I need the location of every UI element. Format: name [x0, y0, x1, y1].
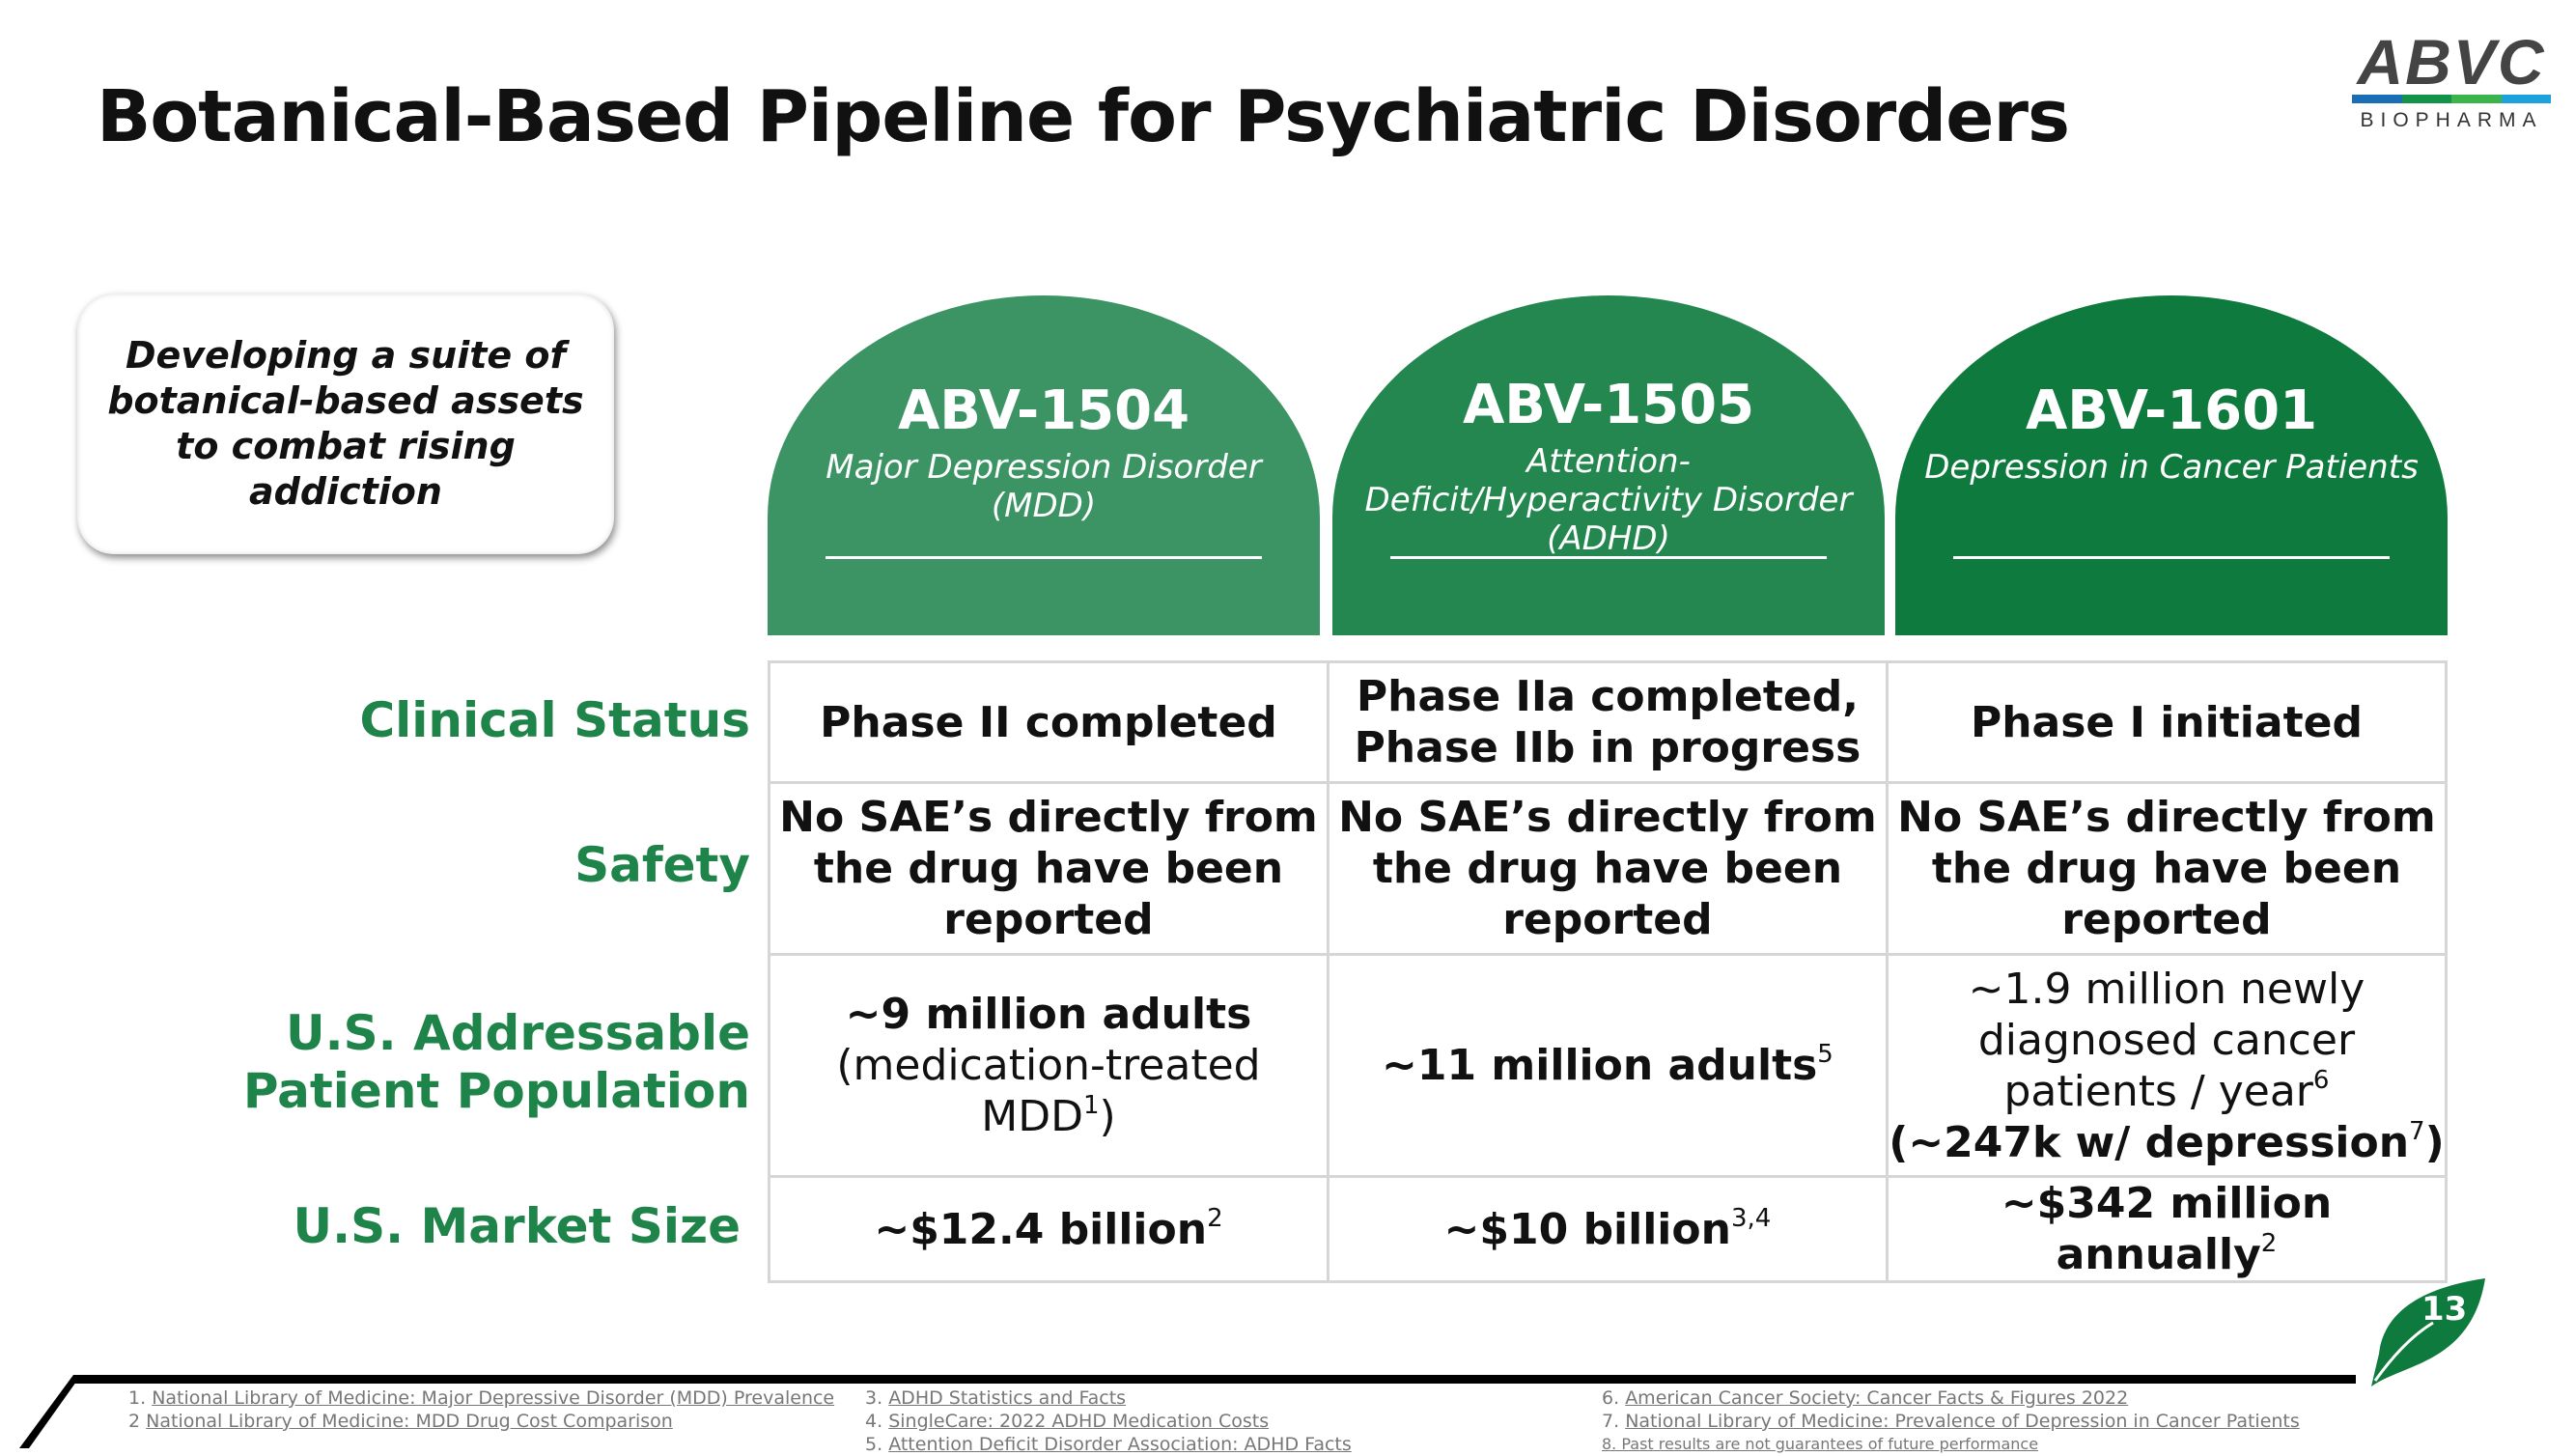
footer-divider	[19, 1375, 2356, 1448]
footnote-ref: 2	[1207, 1203, 1223, 1233]
table-cell: ~9 million adults(medication-treated MDD…	[768, 953, 1329, 1178]
product-code: ABV-1504	[897, 379, 1190, 442]
table-cell: Phase IIa completed, Phase IIb in progre…	[1326, 660, 1889, 784]
divider	[1953, 556, 2390, 559]
footnote-number: 1.	[128, 1387, 147, 1409]
footnote-ref: 2	[2260, 1229, 2278, 1258]
cell-text: ~$12.4 billion	[874, 1204, 1208, 1254]
footnotes-col-1: 1. National Library of Medicine: Major D…	[128, 1386, 834, 1433]
table-row-market-size: ~$12.4 billion2 ~$10 billion3,4 ~$342 mi…	[768, 1175, 2449, 1283]
table-row-safety: No SAE’s directly from the drug have bee…	[768, 781, 2449, 956]
leaf-icon	[2371, 1278, 2485, 1386]
divider	[1390, 556, 1827, 559]
product-header-abv-1504: ABV-1504 Major Depression Disorder (MDD)	[768, 295, 1320, 635]
page-title: Botanical-Based Pipeline for Psychiatric…	[97, 75, 2070, 158]
table-cell: ~1.9 million newly diagnosed cancer pati…	[1885, 953, 2449, 1178]
table-cell: No SAE’s directly from the drug have bee…	[1326, 781, 1889, 956]
footnote-number: 7.	[1602, 1411, 1620, 1432]
table-cell: ~$12.4 billion2	[768, 1175, 1329, 1283]
disclaimer: 8. Past results are not guarantees of fu…	[1602, 1435, 2039, 1453]
footnote-link[interactable]: SingleCare: 2022 ADHD Medication Costs	[888, 1411, 1270, 1432]
footnote-ref: 6	[2312, 1065, 2330, 1095]
table-cell: Phase I initiated	[1885, 660, 2449, 784]
footnote-link[interactable]: Attention Deficit Disorder Association: …	[888, 1434, 1352, 1455]
cell-text: )	[1099, 1092, 1116, 1141]
table-cell: No SAE’s directly from the drug have bee…	[768, 781, 1329, 956]
cell-text: ~1.9 million newly diagnosed cancer pati…	[1968, 964, 2365, 1116]
logo-subtitle: BIOPHARMA	[2360, 109, 2543, 131]
footnote-number: 6.	[1602, 1387, 1620, 1409]
callout-box: Developing a suite of botanical-based as…	[77, 294, 614, 554]
product-disorder: Depression in Cancer Patients	[1924, 448, 2419, 487]
table-cell: ~$342 million annually2	[1885, 1175, 2449, 1283]
footnote-link[interactable]: ADHD Statistics and Facts	[888, 1387, 1127, 1409]
product-code: ABV-1601	[2025, 379, 2318, 442]
footnotes-col-2: 3. ADHD Statistics and Facts 4. SingleCa…	[865, 1386, 1352, 1456]
product-header-abv-1505: ABV-1505 Attention-Deficit/Hyperactivity…	[1332, 295, 1885, 635]
product-code: ABV-1505	[1462, 374, 1755, 436]
cell-bold-text: ~11 million adults	[1382, 1041, 1818, 1090]
row-label-market-size: U.S. Market Size	[293, 1198, 741, 1254]
footnote-link[interactable]: National Library of Medicine: Prevalence…	[1625, 1411, 2300, 1432]
page-number: 13	[2421, 1290, 2468, 1329]
abvc-logo: ABVC BIOPHARMA	[2344, 26, 2559, 134]
cell-text: ~$342 million annually	[2001, 1179, 2333, 1279]
cell-bold-text: ~9 million adults	[845, 990, 1252, 1039]
product-disorder: Major Depression Disorder (MDD)	[826, 448, 1262, 525]
cell-text: ~$10 billion	[1443, 1204, 1731, 1254]
product-disorder: Attention-Deficit/Hyperactivity Disorder…	[1364, 442, 1853, 558]
cell-text: (medication-treated MDD	[836, 1041, 1261, 1141]
logo-color-bar	[2352, 95, 2551, 103]
row-label-clinical-status: Clinical Status	[359, 692, 750, 748]
footnote-ref: 1	[1082, 1091, 1100, 1120]
divider	[826, 556, 1262, 559]
footnote-ref: 3,4	[1730, 1203, 1772, 1233]
footnote-link[interactable]: National Library of Medicine: Major Depr…	[152, 1387, 835, 1409]
footnote-link[interactable]: American Cancer Society: Cancer Facts & …	[1625, 1387, 2129, 1409]
pipeline-table: Phase II completed Phase IIa completed, …	[768, 660, 2449, 1283]
logo-wordmark: ABVC	[2357, 26, 2546, 98]
footnote-ref: 5	[1817, 1040, 1833, 1069]
product-header-abv-1601: ABV-1601 Depression in Cancer Patients	[1895, 295, 2448, 635]
footnote-number: 4.	[865, 1411, 883, 1432]
cell-text: )	[2424, 1117, 2445, 1167]
footnote-link[interactable]: National Library of Medicine: MDD Drug C…	[146, 1411, 673, 1432]
table-cell: No SAE’s directly from the drug have bee…	[1885, 781, 2449, 956]
footnote-ref: 7	[2409, 1116, 2425, 1146]
footnote-number: 3.	[865, 1387, 883, 1409]
row-label-safety: Safety	[574, 837, 750, 893]
table-cell: ~$10 billion3,4	[1326, 1175, 1889, 1283]
table-row-population: ~9 million adults(medication-treated MDD…	[768, 953, 2449, 1178]
row-label-population: U.S. Addressable Patient Population	[242, 1005, 750, 1119]
footnote-number: 2	[128, 1411, 141, 1432]
cell-bold-text: (~247k w/ depression	[1889, 1117, 2410, 1167]
footnote-number: 5.	[865, 1434, 883, 1455]
table-cell: ~11 million adults5	[1326, 953, 1889, 1178]
table-row-clinical-status: Phase II completed Phase IIa completed, …	[768, 660, 2449, 784]
table-cell: Phase II completed	[768, 660, 1329, 784]
footnotes-col-3: 6. American Cancer Society: Cancer Facts…	[1602, 1386, 2300, 1456]
